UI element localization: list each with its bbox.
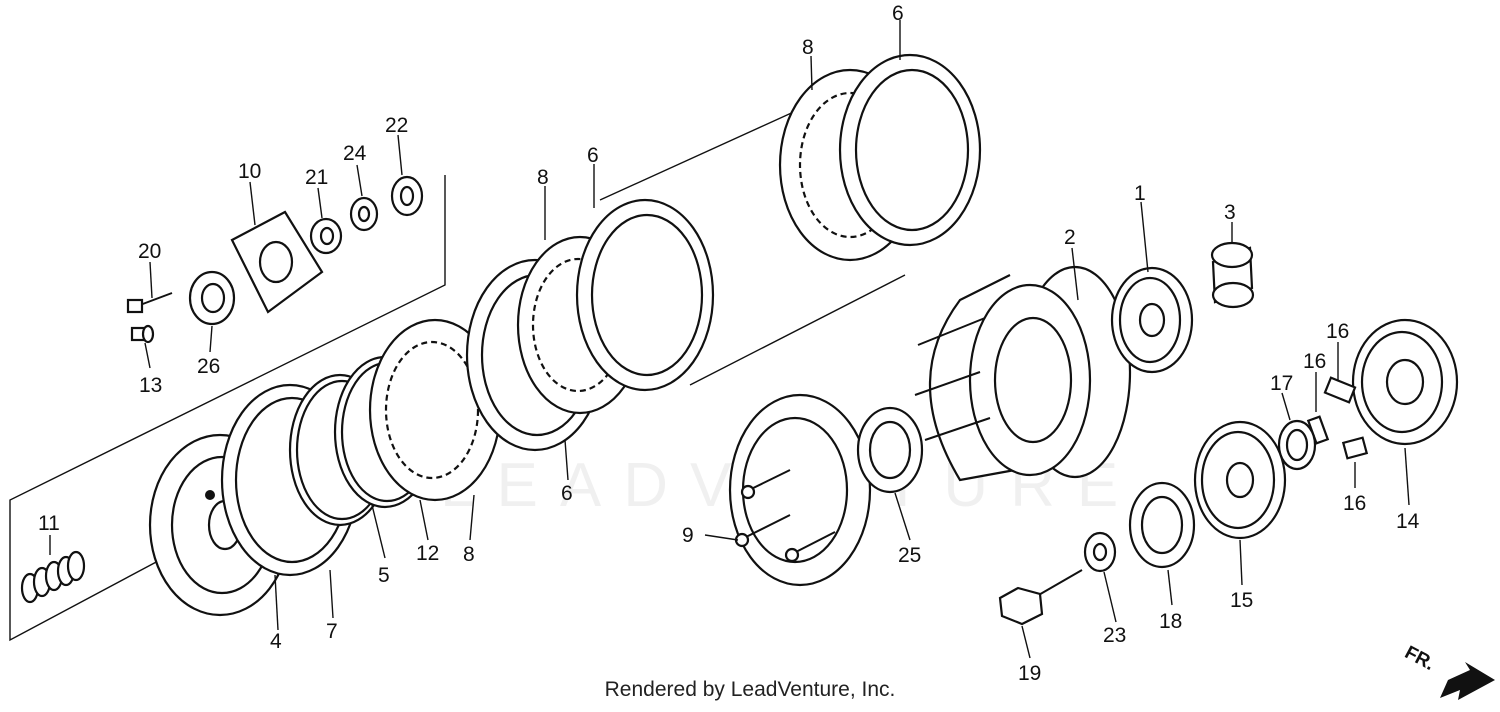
callout-3: 3 xyxy=(1224,201,1236,224)
callout-2: 2 xyxy=(1064,226,1076,249)
part-6-friction-disc-middle xyxy=(575,198,715,392)
part-24-washer xyxy=(349,196,379,232)
callout-14: 14 xyxy=(1396,510,1420,533)
callout-17: 17 xyxy=(1270,372,1293,395)
callout-labels: 1 2 3 4 5 6 6 6 7 8 8 8 9 10 11 12 13 14… xyxy=(38,2,1420,685)
callout-6-upper: 6 xyxy=(892,2,904,25)
callout-8-lower: 8 xyxy=(463,543,475,566)
part-16-spring-upper xyxy=(1323,376,1357,404)
footer-credit: Rendered by LeadVenture, Inc. xyxy=(604,678,896,701)
callout-18: 18 xyxy=(1159,610,1182,633)
part-19-bolt xyxy=(998,569,1083,626)
callout-7: 7 xyxy=(326,620,338,643)
part-23-washer xyxy=(1083,531,1117,573)
callout-1: 1 xyxy=(1134,182,1146,205)
callout-9: 9 xyxy=(682,524,694,547)
callout-16-lower: 16 xyxy=(1343,492,1366,515)
callout-10: 10 xyxy=(238,160,261,183)
front-direction-arrow xyxy=(1440,662,1495,700)
part-20-bolt xyxy=(126,292,173,314)
part-26-bearing xyxy=(188,270,236,326)
part-14-gear xyxy=(1351,318,1459,446)
part-17-washer xyxy=(1277,419,1317,471)
callout-22: 22 xyxy=(385,114,408,137)
callout-16-middle: 16 xyxy=(1303,350,1326,373)
callout-24: 24 xyxy=(343,142,367,165)
part-10-lifter-plate xyxy=(230,210,324,314)
exploded-view-frame xyxy=(9,99,906,642)
part-16-spring-lower xyxy=(1341,436,1369,460)
callout-21: 21 xyxy=(305,166,328,189)
callout-19: 19 xyxy=(1018,662,1041,685)
callout-8-upper: 8 xyxy=(802,36,814,59)
part-15-gear xyxy=(1193,420,1287,540)
part-3-bushing xyxy=(1210,241,1255,309)
part-9-pressure-plate xyxy=(728,393,872,587)
part-25-thrust-washer xyxy=(856,406,924,494)
callout-13: 13 xyxy=(139,374,162,397)
callout-6-lower: 6 xyxy=(561,482,573,505)
part-13-pin xyxy=(130,324,155,344)
callout-4: 4 xyxy=(270,630,282,653)
part-21-nut xyxy=(309,217,343,255)
callout-5: 5 xyxy=(378,564,390,587)
part-1-gear xyxy=(1110,266,1194,374)
callout-12: 12 xyxy=(416,542,439,565)
callout-8-middle: 8 xyxy=(537,166,549,189)
callout-26: 26 xyxy=(197,355,220,378)
callout-25: 25 xyxy=(898,544,921,567)
callout-11: 11 xyxy=(38,512,60,535)
callout-15: 15 xyxy=(1230,589,1253,612)
callout-23: 23 xyxy=(1103,624,1126,647)
part-22-washer xyxy=(390,175,424,217)
callout-6-middle: 6 xyxy=(587,144,599,167)
part-11-springs xyxy=(20,550,86,604)
leader-lines xyxy=(49,20,1410,659)
part-2-clutch-outer xyxy=(914,265,1132,482)
part-6-friction-disc-upper xyxy=(838,53,982,247)
callout-20: 20 xyxy=(138,240,161,263)
callout-16-upper: 16 xyxy=(1326,320,1349,343)
part-18-oil-pump-drive xyxy=(1128,481,1196,569)
